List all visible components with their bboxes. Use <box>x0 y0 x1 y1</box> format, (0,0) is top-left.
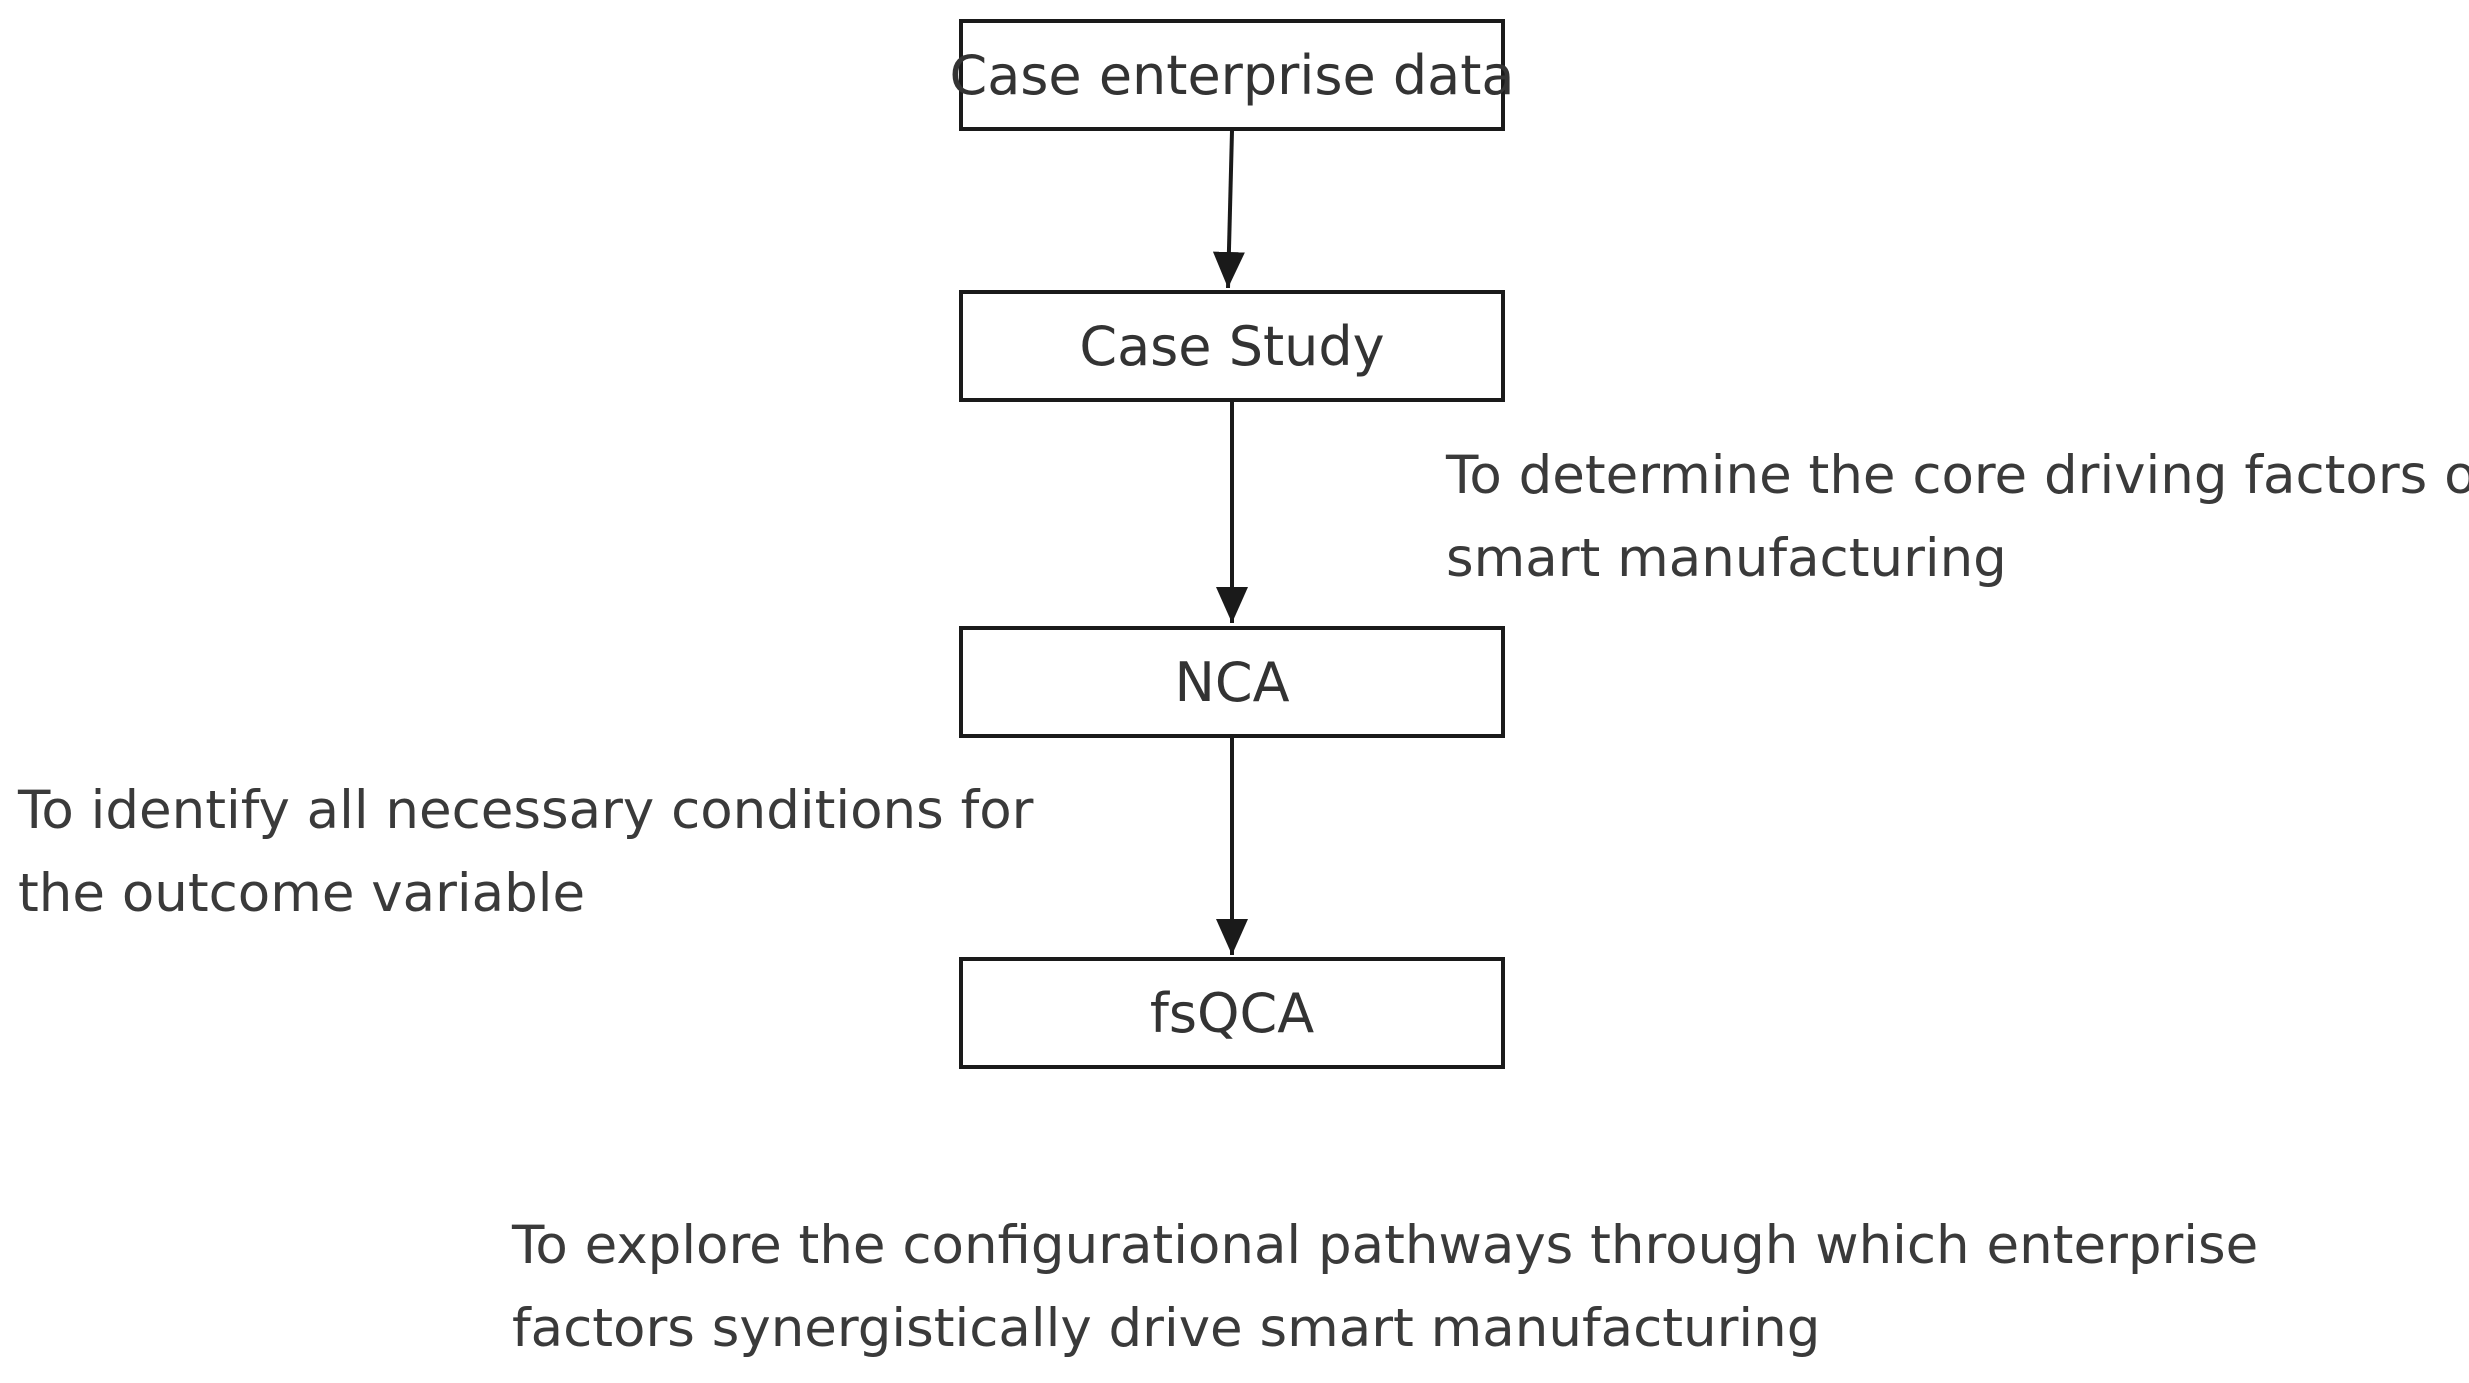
annotation-line: smart manufacturing <box>1446 528 2007 589</box>
node-label: fsQCA <box>1149 981 1315 1045</box>
annotation-line: To explore the configurational pathways … <box>512 1215 2259 1276</box>
node-case-study: Case Study <box>959 290 1505 402</box>
annotation-configurational-pathways: To explore the configurational pathways … <box>512 1204 2258 1370</box>
annotation-line: To identify all necessary conditions for <box>18 780 1034 841</box>
annotation-necessary-conditions: To identify all necessary conditions for… <box>18 769 1033 935</box>
node-fsqca: fsQCA <box>959 957 1505 1069</box>
annotation-line: factors synergistically drive smart manu… <box>512 1298 1821 1359</box>
node-nca: NCA <box>959 626 1505 738</box>
annotation-core-driving-factors: To determine the core driving factors of… <box>1446 434 2469 600</box>
node-label: NCA <box>1174 650 1290 714</box>
node-case-enterprise-data: Case enterprise data <box>950 19 1515 131</box>
node-label: Case Study <box>1079 314 1385 378</box>
node-label: Case enterprise data <box>949 43 1515 107</box>
arrow-data-to-case-study <box>1212 130 1245 289</box>
annotation-line: the outcome variable <box>18 863 586 924</box>
annotation-line: To determine the core driving factors of <box>1446 445 2469 506</box>
